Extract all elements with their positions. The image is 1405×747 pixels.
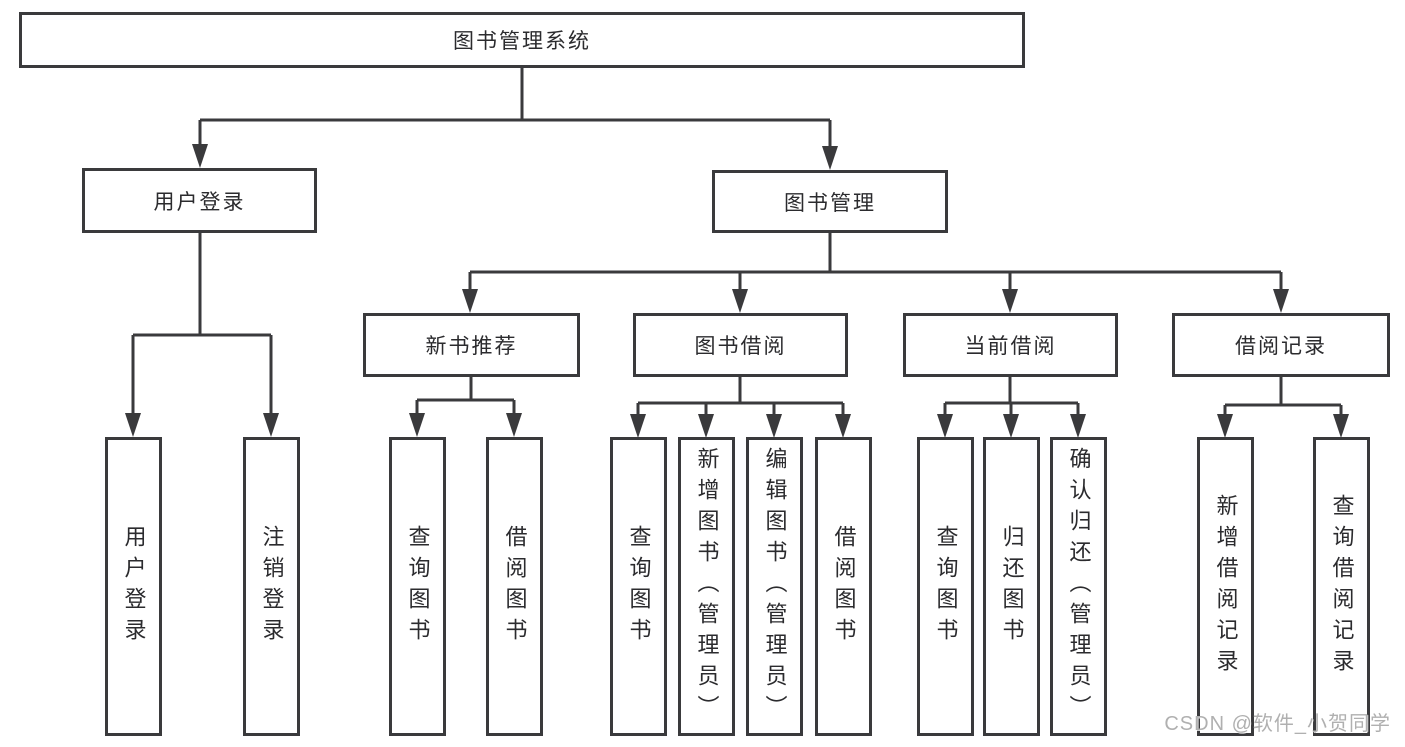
node-new-book-recommend-label: 新书推荐 [425,335,518,358]
node-root-label: 图书管理系统 [453,30,591,53]
leaf-query-borrow-record: 查询借阅记录 [1313,437,1370,736]
arrowhead [506,413,522,437]
leaf-return-books: 归还图书 [983,437,1040,736]
leaf-query-books-borrow-label: 查询图书 [626,524,652,649]
node-borrow-records: 借阅记录 [1172,313,1390,377]
leaf-add-borrow-record: 新增借阅记录 [1197,437,1254,736]
node-user-login-label: 用户登录 [153,190,246,214]
connector-new-books-to-leaves [415,377,516,417]
leaf-edit-books-admin: 编辑图书（管理员） [746,437,803,736]
arrowhead [1070,414,1086,438]
leaf-user-login: 用户登录 [105,437,162,736]
leaf-confirm-return-admin: 确认归还（管理员） [1050,437,1107,736]
connector-records-to-leaves [1223,377,1343,417]
leaf-edit-books-admin-label: 编辑图书（管理员） [762,447,788,726]
node-current-borrow-label: 当前借阅 [964,335,1057,358]
arrowhead [822,146,838,170]
arrowhead [1333,414,1349,438]
leaf-borrow-books-recommend-label: 借阅图书 [502,524,528,649]
node-book-management: 图书管理 [712,170,948,233]
connector-book-mgmt-to-level3 [468,233,1283,295]
leaf-return-books-label: 归还图书 [999,524,1025,649]
leaf-logout-login: 注销登录 [243,437,300,736]
leaf-query-borrow-record-label: 查询借阅记录 [1329,493,1355,680]
arrowhead [1217,414,1233,438]
leaf-query-books-borrow: 查询图书 [610,437,667,736]
arrowhead [1273,289,1289,313]
leaf-logout-login-label: 注销登录 [259,524,285,649]
leaf-query-books-recommend: 查询图书 [389,437,446,736]
arrowhead [630,414,646,438]
arrowhead [937,414,953,438]
arrowhead [835,414,851,438]
arrowhead [766,414,782,438]
leaf-add-books-admin-label: 新增图书（管理员） [694,447,720,726]
node-current-borrow: 当前借阅 [903,313,1118,377]
leaf-add-borrow-record-label: 新增借阅记录 [1213,493,1239,680]
leaf-query-books-current-label: 查询图书 [933,524,959,649]
arrowhead [263,413,279,437]
leaf-borrow-books-recommend: 借阅图书 [486,437,543,736]
connector-book-borrow-to-leaves [636,377,845,417]
node-new-book-recommend: 新书推荐 [363,313,580,377]
node-borrow-records-label: 借阅记录 [1235,335,1327,358]
node-user-login: 用户登录 [82,168,317,233]
arrowheads [125,144,1349,438]
connector-root-to-level2 [198,68,832,152]
arrowhead [732,289,748,313]
node-root-system: 图书管理系统 [19,12,1025,68]
node-book-management-label: 图书管理 [784,191,876,215]
leaf-query-books-recommend-label: 查询图书 [405,524,431,649]
arrowhead [409,413,425,437]
leaf-user-login-label: 用户登录 [121,524,147,649]
csdn-watermark: CSDN @软件_小贺同学 [1164,713,1391,735]
leaf-add-books-admin: 新增图书（管理员） [678,437,735,736]
arrowhead [462,289,478,313]
arrowhead [1002,289,1018,313]
arrowhead [125,413,141,437]
leaf-confirm-return-admin-label: 确认归还（管理员） [1066,447,1092,726]
arrowhead [192,144,208,168]
node-book-borrow-label: 图书借阅 [694,335,787,358]
arrowhead [698,414,714,438]
leaf-query-books-current: 查询图书 [917,437,974,736]
leaf-borrow-books-label: 借阅图书 [831,524,857,649]
connector-current-to-leaves [943,377,1080,417]
connector-user-login-to-leaves [131,233,273,417]
leaf-borrow-books: 借阅图书 [815,437,872,736]
node-book-borrow: 图书借阅 [633,313,848,377]
connector-paths [131,68,1343,417]
arrowhead [1003,414,1019,438]
